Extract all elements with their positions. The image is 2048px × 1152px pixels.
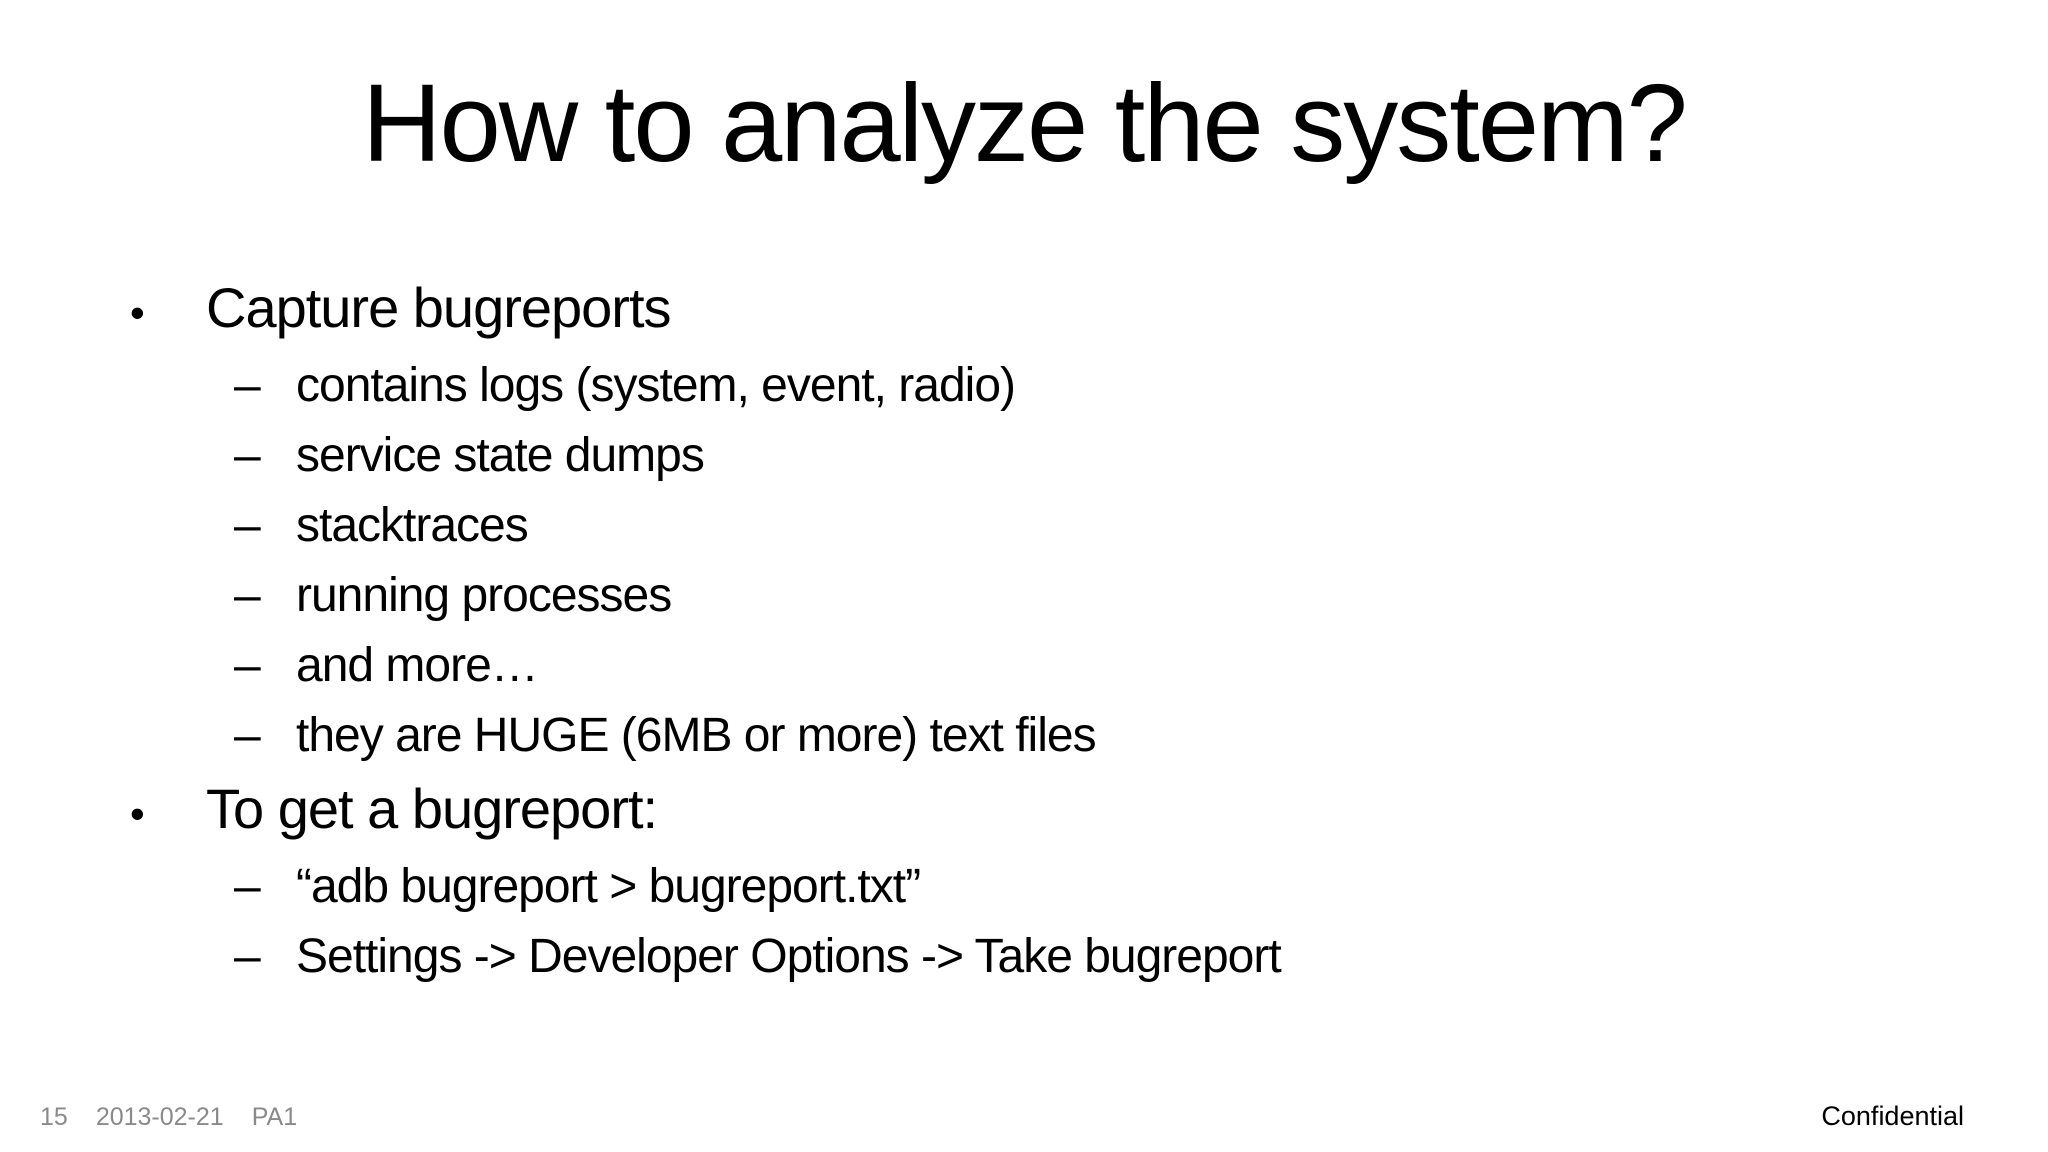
- list-item-text: they are HUGE (6MB or more) text files: [296, 709, 1097, 762]
- dash-icon: –: [234, 709, 261, 762]
- list-item: – and more…: [234, 631, 1948, 701]
- list-item-text: Settings -> Developer Options -> Take bu…: [296, 930, 1282, 983]
- bullet-icon: •: [130, 790, 145, 837]
- list-item: – they are HUGE (6MB or more) text files: [234, 701, 1948, 771]
- dash-icon: –: [234, 359, 261, 412]
- list-item-text: To get a bugreport:: [206, 777, 658, 840]
- list-item: • To get a bugreport:: [130, 771, 1948, 852]
- bullet-icon: •: [130, 289, 145, 336]
- list-item-text: and more…: [296, 639, 539, 692]
- list-item: • Capture bugreports: [130, 270, 1948, 351]
- dash-icon: –: [234, 499, 261, 552]
- list-item: – contains logs (system, event, radio): [234, 351, 1948, 421]
- list-item-text: stacktraces: [296, 499, 529, 552]
- slide-title: How to analyze the system?: [362, 62, 1688, 185]
- list-item-text: running processes: [296, 569, 672, 622]
- dash-icon: –: [234, 639, 261, 692]
- list-item-text: contains logs (system, event, radio): [296, 359, 1016, 412]
- dash-icon: –: [234, 569, 261, 622]
- slide-footer-left: 15 2013-02-21 PA1: [40, 1103, 297, 1132]
- list-item: – running processes: [234, 561, 1948, 631]
- slide-date: 2013-02-21: [95, 1103, 224, 1131]
- list-item-text: Capture bugreports: [206, 276, 672, 339]
- list-item: – stacktraces: [234, 491, 1948, 561]
- list-item: – “adb bugreport > bugreport.txt”: [234, 852, 1948, 922]
- list-item-text: “adb bugreport > bugreport.txt”: [296, 860, 921, 913]
- slide-number: 15: [40, 1103, 68, 1131]
- dash-icon: –: [234, 429, 261, 482]
- list-item-text: service state dumps: [296, 429, 705, 482]
- dash-icon: –: [234, 860, 261, 913]
- dash-icon: –: [234, 930, 261, 983]
- classification-label: Confidential: [1821, 1101, 1964, 1131]
- slide-version: PA1: [251, 1103, 298, 1131]
- list-item: – Settings -> Developer Options -> Take …: [234, 922, 1948, 992]
- list-item: – service state dumps: [234, 421, 1948, 491]
- bullet-list: • Capture bugreports – contains logs (sy…: [130, 270, 1948, 992]
